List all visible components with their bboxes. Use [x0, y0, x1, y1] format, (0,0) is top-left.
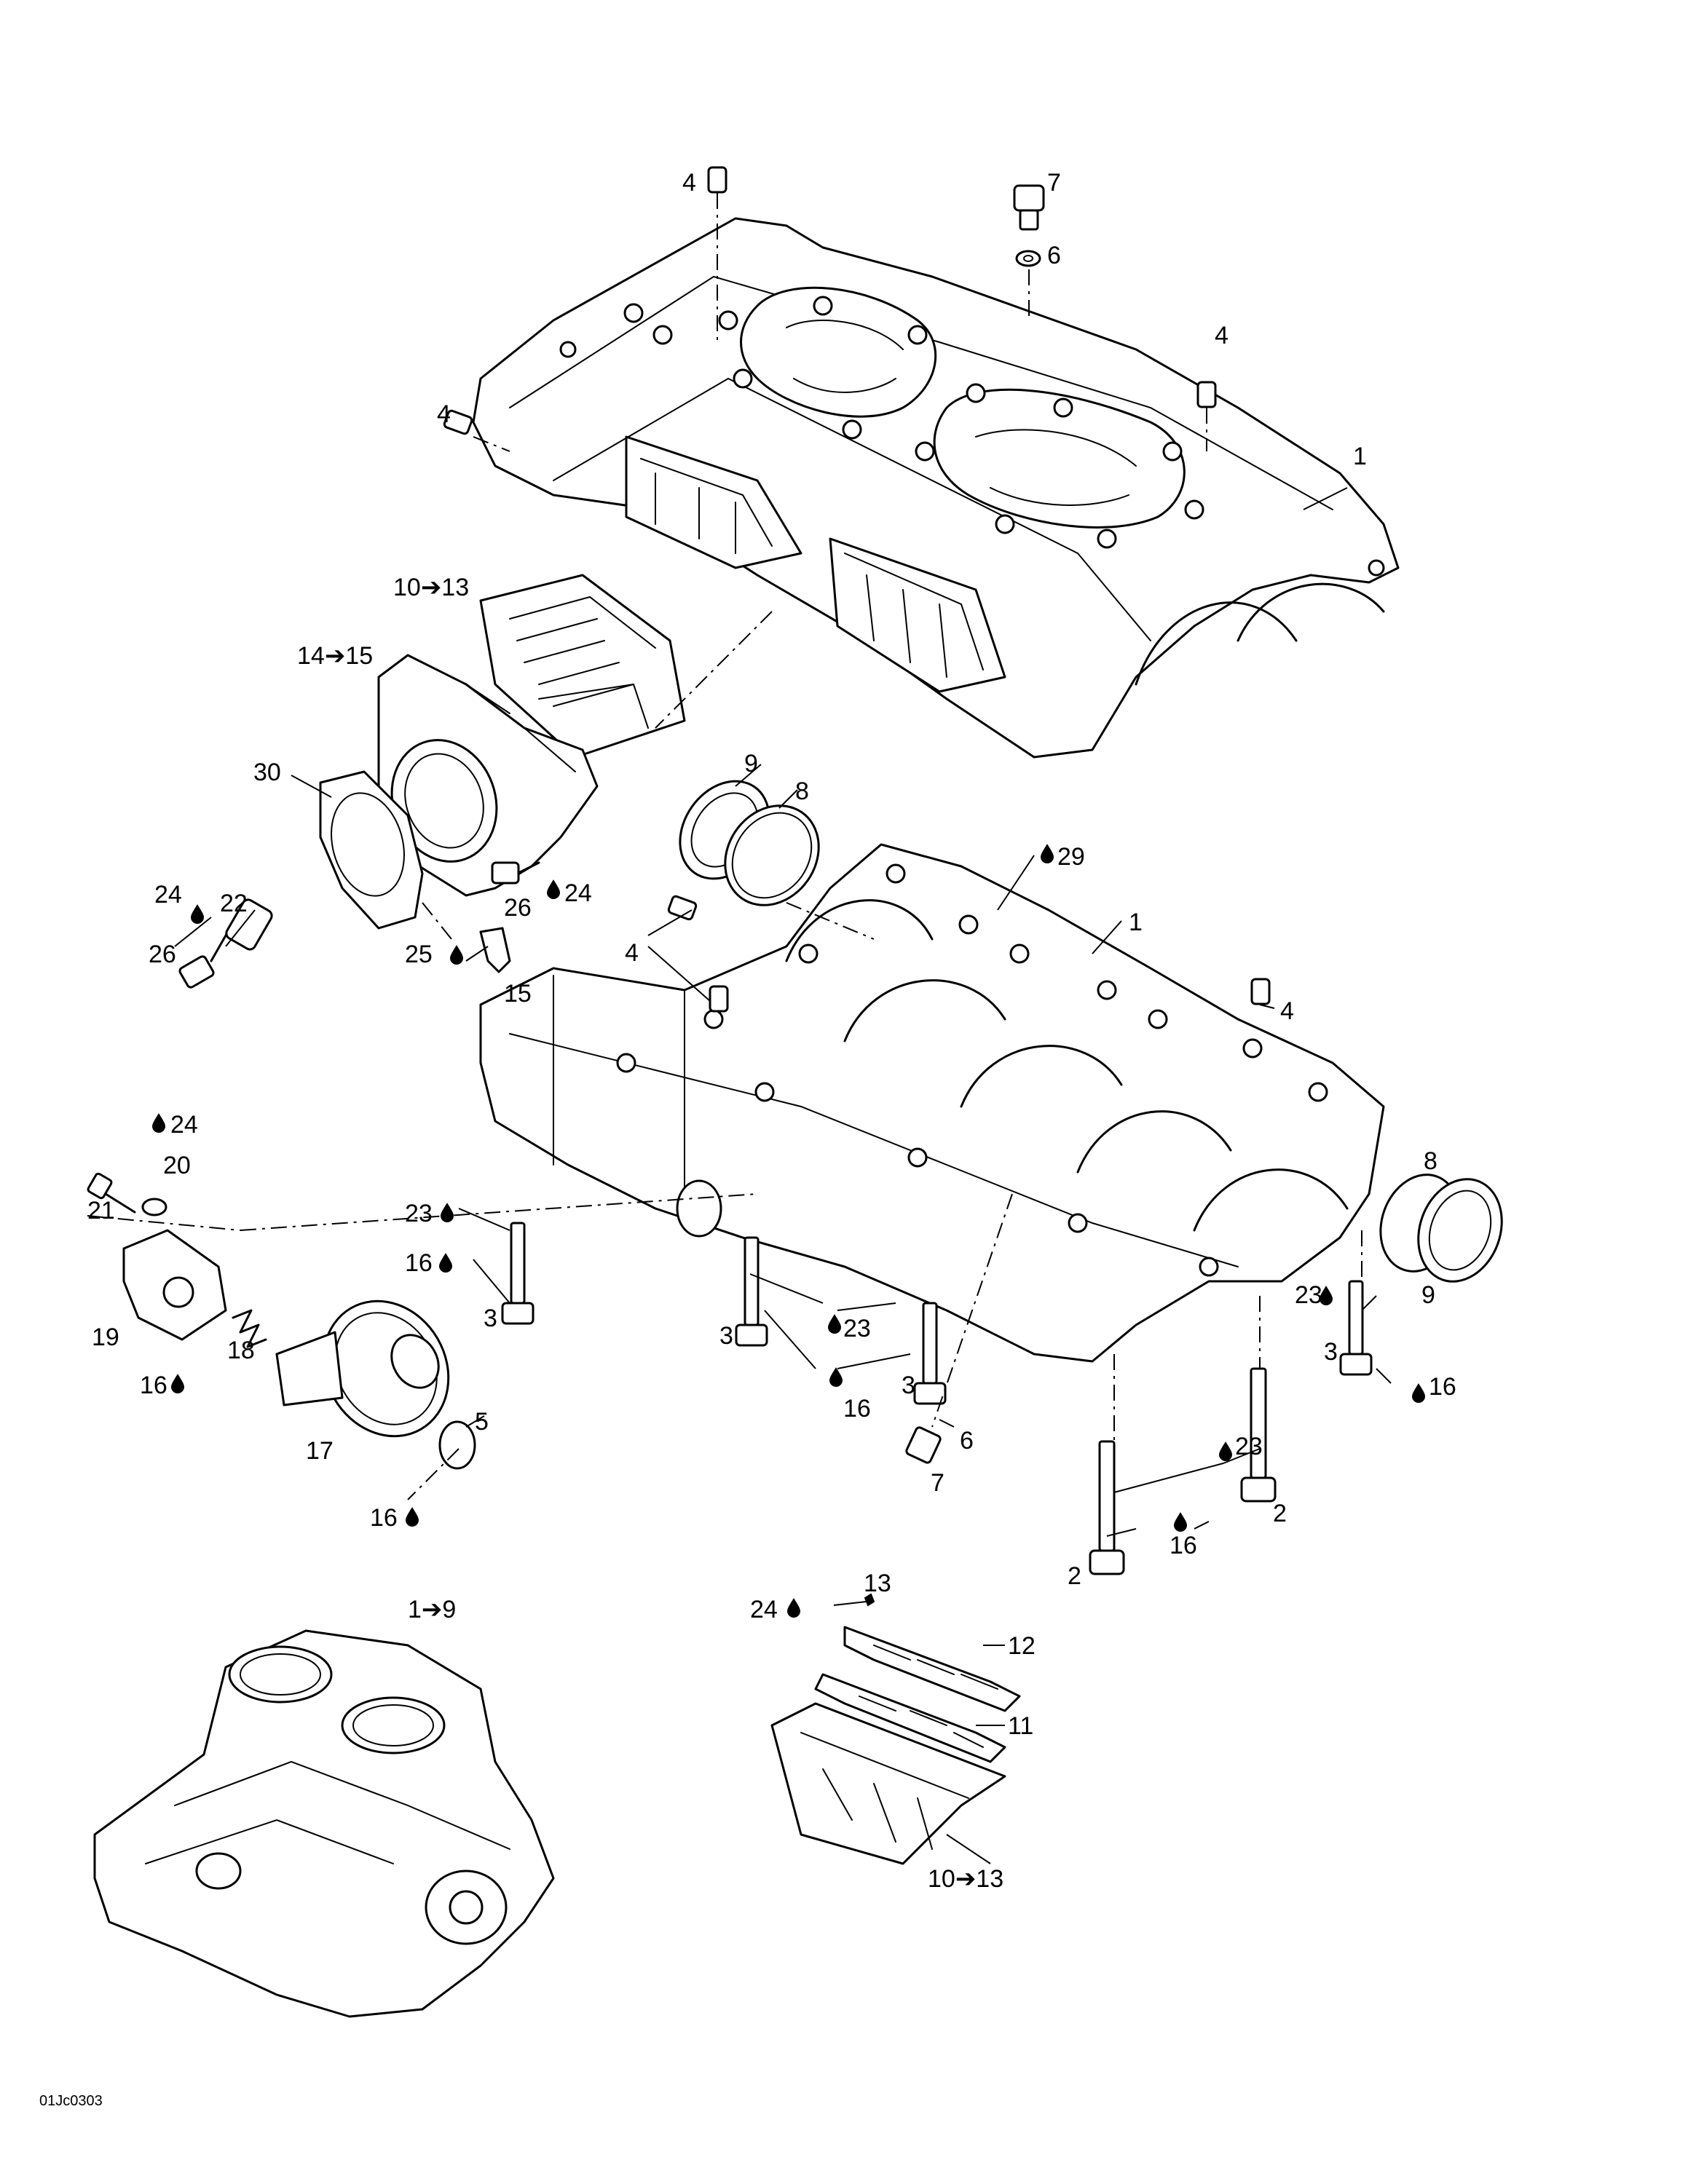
label-21: 21: [87, 1197, 115, 1224]
label-11: 11: [1008, 1712, 1033, 1740]
label-14-15: 14➔15: [297, 642, 373, 670]
label-29: 29: [1057, 843, 1085, 871]
label-23: 23: [843, 1315, 871, 1342]
stopper-11: [814, 1673, 1006, 1763]
screw-3-a: [501, 1222, 535, 1325]
label-24: 24: [154, 881, 182, 909]
label-8: 8: [795, 778, 809, 805]
label-4: 4: [1280, 997, 1294, 1025]
label-3: 3: [484, 1305, 497, 1332]
label-2: 2: [1273, 1500, 1287, 1527]
seal-9-lower: [1417, 1178, 1503, 1283]
label-19: 19: [92, 1324, 119, 1351]
screw-3-c: [913, 1302, 947, 1405]
assembled-engine: [93, 1629, 555, 2018]
label-24: 24: [170, 1111, 198, 1139]
label-1: 1: [1353, 443, 1367, 470]
housing-19: [122, 1229, 227, 1341]
label-26: 26: [504, 894, 532, 922]
label-13: 13: [864, 1570, 891, 1597]
screw-3-b: [735, 1236, 768, 1347]
callout-labels: 4 7 6 4 4 1 10➔13 14➔15 30 9 8 29 26 24 …: [39, 169, 1456, 2109]
label-23: 23: [1295, 1281, 1322, 1309]
clamp-22: [225, 898, 273, 951]
label-3: 3: [719, 1322, 733, 1350]
label-4: 4: [1215, 322, 1228, 349]
label-8: 8: [1424, 1147, 1437, 1175]
label-6: 6: [1047, 242, 1061, 269]
label-16: 16: [1170, 1532, 1197, 1559]
label-10-13: 10➔13: [393, 574, 469, 601]
label-25: 25: [405, 941, 433, 968]
label-24: 24: [750, 1596, 778, 1623]
intake-manifold: [377, 654, 599, 897]
dowel-pin-top-2: [1196, 381, 1217, 408]
dowel-pin-bot-2: [709, 985, 729, 1013]
screw-21: [87, 1172, 136, 1214]
label-16: 16: [140, 1372, 167, 1399]
leader-lines: [87, 193, 1392, 1864]
label-9: 9: [744, 750, 758, 778]
label-18: 18: [227, 1337, 255, 1364]
label-6: 6: [960, 1427, 974, 1455]
label-1-9: 1➔9: [408, 1596, 456, 1623]
drive-gear-17: [275, 1299, 450, 1438]
dowel-pin-top-3: [443, 409, 473, 435]
label-17: 17: [306, 1437, 334, 1465]
label-15: 15: [504, 980, 532, 1008]
label-23: 23: [405, 1200, 433, 1227]
label-1: 1: [1129, 909, 1143, 936]
label-16: 16: [843, 1395, 871, 1423]
label-4: 4: [625, 939, 639, 967]
label-30: 30: [253, 759, 281, 786]
label-16: 16: [370, 1504, 398, 1532]
label-26: 26: [149, 941, 176, 968]
label-20: 20: [163, 1152, 191, 1179]
label-2: 2: [1068, 1562, 1081, 1590]
reed-block-10: [770, 1702, 1006, 1865]
label-22: 22: [220, 890, 248, 917]
fitting-15: [479, 927, 511, 973]
reed-petals-12: [843, 1626, 1021, 1712]
drawing-code: 01Jc0303: [39, 2093, 103, 2109]
screw-13: [864, 1593, 875, 1607]
label-9: 9: [1421, 1281, 1435, 1309]
label-10-13: 10➔13: [928, 1865, 1003, 1893]
upper-crankcase: [472, 217, 1400, 759]
spring-18: [232, 1309, 267, 1348]
dowel-pin-bot-3: [1250, 978, 1271, 1005]
lower-crankcase: [479, 843, 1385, 1363]
label-4: 4: [437, 400, 451, 428]
cap-screw-7: [1013, 184, 1045, 231]
dowel-pin-bot-1: [667, 895, 698, 921]
reed-valve-upper: [479, 574, 686, 759]
label-5: 5: [475, 1408, 489, 1436]
label-7: 7: [1047, 169, 1061, 197]
label-12: 12: [1008, 1632, 1036, 1660]
ring-8-upper: [724, 804, 820, 906]
screw-3-d: [1339, 1280, 1373, 1376]
washer-6: [1015, 250, 1041, 267]
screw-7-lower: [905, 1426, 942, 1464]
label-4: 4: [682, 169, 696, 197]
washer-20: [141, 1198, 167, 1216]
label-3: 3: [902, 1372, 915, 1399]
label-3: 3: [1324, 1338, 1338, 1366]
label-7: 7: [931, 1469, 944, 1497]
dowel-pin-top-1: [707, 166, 727, 194]
screw-26-right: [491, 861, 540, 885]
label-23: 23: [1235, 1433, 1263, 1460]
stud-2-a: [1089, 1440, 1125, 1575]
label-24: 24: [564, 879, 592, 907]
bushing-5: [438, 1420, 476, 1470]
label-16: 16: [405, 1249, 433, 1277]
label-16: 16: [1429, 1373, 1456, 1401]
gasket-30: [319, 770, 424, 930]
